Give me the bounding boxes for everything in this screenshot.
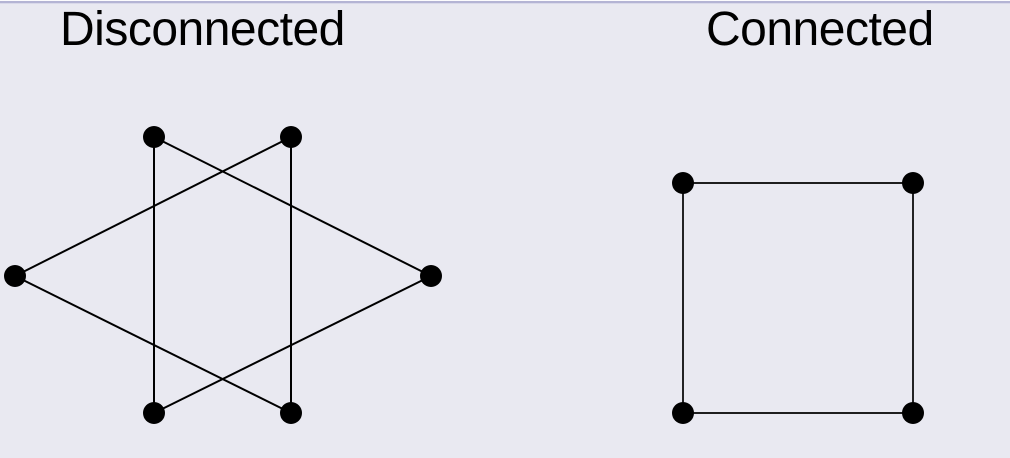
graph-node — [4, 265, 26, 287]
graph-node — [280, 402, 302, 424]
graph-node — [672, 402, 694, 424]
disconnected-graph-title: Disconnected — [60, 3, 345, 56]
graph-node — [420, 265, 442, 287]
slide-top-border — [0, 0, 1010, 4]
graph-edge — [14, 136, 292, 277]
graph-node — [280, 126, 302, 148]
connected-graph-title: Connected — [706, 3, 934, 56]
graph-edge — [153, 275, 432, 414]
graph-node — [902, 172, 924, 194]
graph-node — [143, 402, 165, 424]
graph-edge — [14, 275, 292, 414]
graph-edge — [153, 136, 432, 277]
graph-node — [143, 126, 165, 148]
graph-node — [672, 172, 694, 194]
graph-node — [902, 402, 924, 424]
